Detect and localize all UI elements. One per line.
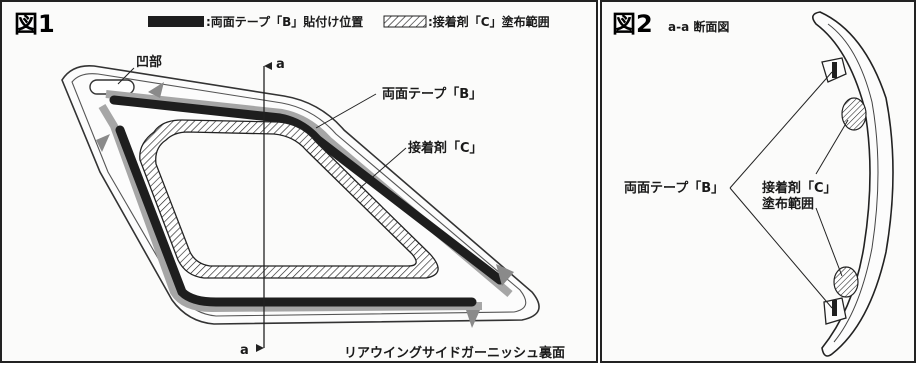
legend-adhesive-label: :接着剤「C」塗布範囲 bbox=[428, 14, 550, 29]
section-mark-top: a bbox=[276, 57, 285, 72]
figure-2-adhesive-label-1: 接着剤「C」 bbox=[762, 180, 837, 196]
double-sided-tape-b-lower bbox=[115, 125, 477, 307]
figure-2-panel: 図2 a-a 断面図 両面テープ「B」 接着剤「C」 塗布範囲 bbox=[600, 0, 916, 363]
figure-2-adhesive-label-2: 塗布範囲 bbox=[762, 196, 814, 212]
recess-leader bbox=[117, 67, 135, 85]
figure-2-tape-label: 両面テープ「B」 bbox=[624, 180, 724, 196]
figure-1-panel: 図1 :両面テープ「B」貼付け位置 :接着剤「C」塗布範囲 a a bbox=[0, 0, 598, 363]
legend-tape-label: :両面テープ「B」貼付け位置 bbox=[206, 14, 363, 29]
adhesive-c-lower bbox=[833, 266, 859, 298]
tape-start-arrow bbox=[148, 82, 164, 98]
figure-2-drawing: 図2 a-a 断面図 両面テープ「B」 接着剤「C」 塗布範囲 bbox=[612, 10, 894, 357]
tape-label: 両面テープ「B」 bbox=[382, 86, 482, 102]
adhesive-leader-lower bbox=[815, 207, 843, 277]
figure-1-drawing: 図1 :両面テープ「B」貼付け位置 :接着剤「C」塗布範囲 a a bbox=[14, 10, 565, 361]
legend-tape-swatch bbox=[148, 16, 204, 27]
garnish-inner-outline bbox=[71, 73, 527, 317]
garnish-window-opening bbox=[155, 131, 417, 267]
double-sided-tape-b bbox=[109, 95, 505, 285]
tape-leader bbox=[315, 93, 377, 129]
figure-2-title: 図2 bbox=[612, 10, 653, 38]
garnish-inner-contour bbox=[827, 23, 879, 343]
section-mark-bottom: a bbox=[240, 343, 249, 358]
tape-start-arrow-left bbox=[96, 134, 110, 152]
tape-guide-band bbox=[105, 90, 513, 298]
figure-1-caption: リアウイングサイドガーニッシュ裏面 bbox=[344, 345, 565, 361]
figure-2-subtitle: a-a 断面図 bbox=[668, 19, 729, 34]
recess-label: 凹部 bbox=[136, 54, 162, 70]
tape-guide-band-lower bbox=[98, 103, 483, 312]
tape-b-lower bbox=[832, 300, 837, 316]
adhesive-label: 接着剤「C」 bbox=[408, 140, 483, 156]
adhesive-leader bbox=[359, 147, 407, 189]
tape-b-upper bbox=[832, 62, 837, 78]
tape-leader-lower bbox=[729, 187, 833, 309]
garnish-cross-section bbox=[812, 11, 894, 357]
section-arrow-bottom bbox=[256, 344, 264, 352]
adhesive-c-upper bbox=[841, 97, 867, 131]
tape-leader-upper bbox=[729, 71, 833, 189]
section-arrow-top bbox=[264, 62, 272, 70]
tape-end-arrow-right bbox=[496, 264, 514, 286]
adhesive-leader-upper bbox=[815, 119, 849, 175]
tape-end-arrow-bottom bbox=[466, 310, 480, 328]
legend-adhesive-swatch bbox=[383, 15, 427, 28]
figure-1-title: 図1 bbox=[14, 10, 55, 38]
